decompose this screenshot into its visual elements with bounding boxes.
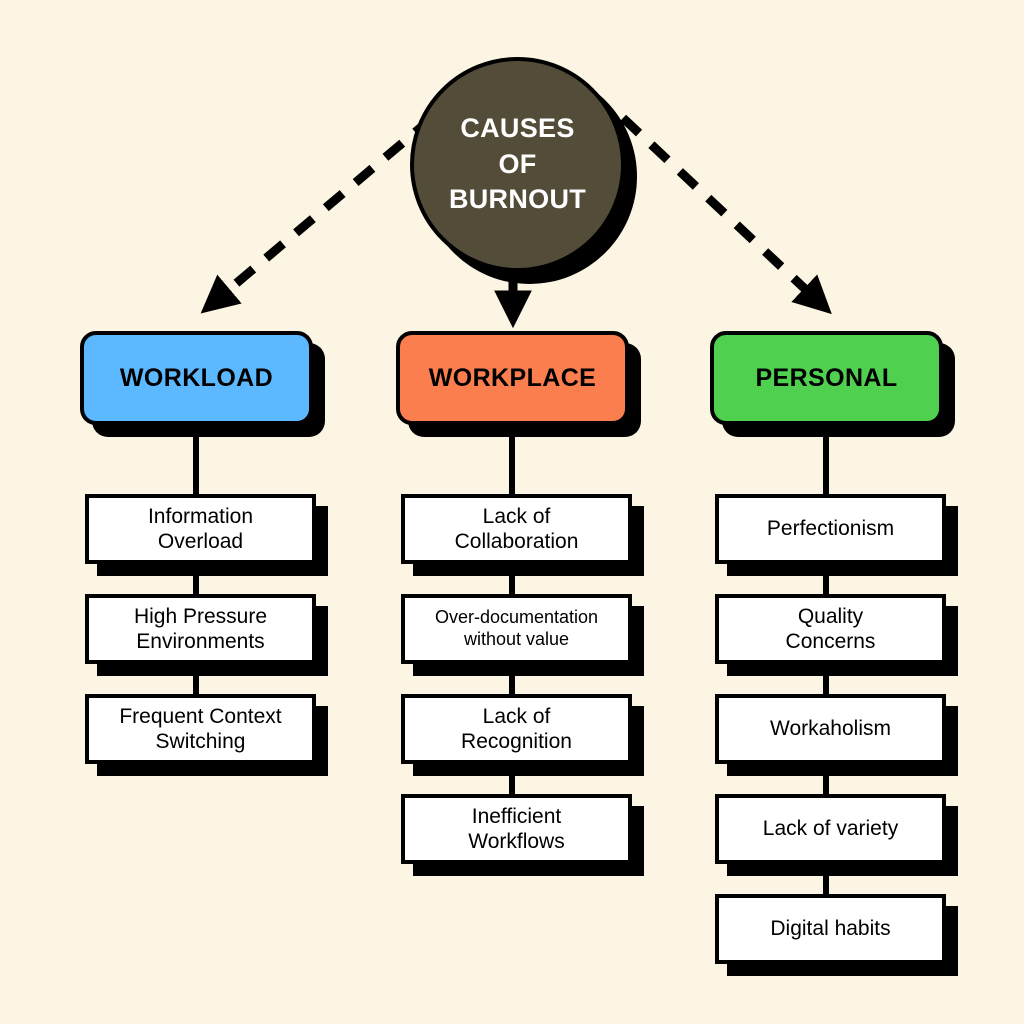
leaf-card-digital-habits[interactable]: Digital habits: [715, 894, 946, 964]
central-node-label: CAUSES OF BURNOUT: [448, 112, 587, 215]
leaf-card-lack-of-recognition[interactable]: Lack of Recognition: [401, 694, 632, 764]
leaf-label: Lack of Collaboration: [454, 504, 579, 553]
leaf-card-inefficient-workflows[interactable]: Inefficient Workflows: [401, 794, 632, 864]
leaf-label: Perfectionism: [766, 517, 895, 541]
leaf-label: Digital habits: [770, 917, 891, 941]
category-card-workload[interactable]: WORKLOAD: [80, 331, 313, 425]
leaf-label: Information Overload: [147, 504, 254, 553]
leaf-card-frequent-context-switching[interactable]: Frequent Context Switching: [85, 694, 316, 764]
leaf-label: Lack of Recognition: [461, 704, 572, 753]
leaf-label: Quality Concerns: [785, 604, 876, 653]
category-card-personal[interactable]: PERSONAL: [710, 331, 943, 425]
dashed-arrow-to-workload: [200, 114, 435, 314]
leaf-card-workaholism[interactable]: Workaholism: [715, 694, 946, 764]
leaf-label: High Pressure Environments: [133, 604, 268, 653]
category-card-workplace[interactable]: WORKPLACE: [396, 331, 629, 425]
category-label-workplace: WORKPLACE: [428, 363, 597, 392]
leaf-card-quality-concerns[interactable]: Quality Concerns: [715, 594, 946, 664]
leaf-card-lack-of-collaboration[interactable]: Lack of Collaboration: [401, 494, 632, 564]
leaf-card-information-overload[interactable]: Information Overload: [85, 494, 316, 564]
leaf-card-high-pressure-environments[interactable]: High Pressure Environments: [85, 594, 316, 664]
leaf-card-over-documentation-without-value[interactable]: Over-documentation without value: [401, 594, 632, 664]
leaf-label: Lack of variety: [762, 817, 899, 841]
leaf-label: Inefficient Workflows: [468, 804, 565, 853]
dashed-arrow-to-personal: [619, 114, 832, 315]
category-label-personal: PERSONAL: [755, 363, 898, 392]
leaf-label: Over-documentation without value: [434, 607, 599, 649]
leaf-label: Workaholism: [770, 717, 891, 741]
central-node-causes-of-burnout[interactable]: CAUSES OF BURNOUT: [410, 57, 625, 272]
leaf-card-lack-of-variety[interactable]: Lack of variety: [715, 794, 946, 864]
leaf-card-perfectionism[interactable]: Perfectionism: [715, 494, 946, 564]
leaf-label: Frequent Context Switching: [119, 704, 282, 753]
category-label-workload: WORKLOAD: [119, 363, 274, 392]
